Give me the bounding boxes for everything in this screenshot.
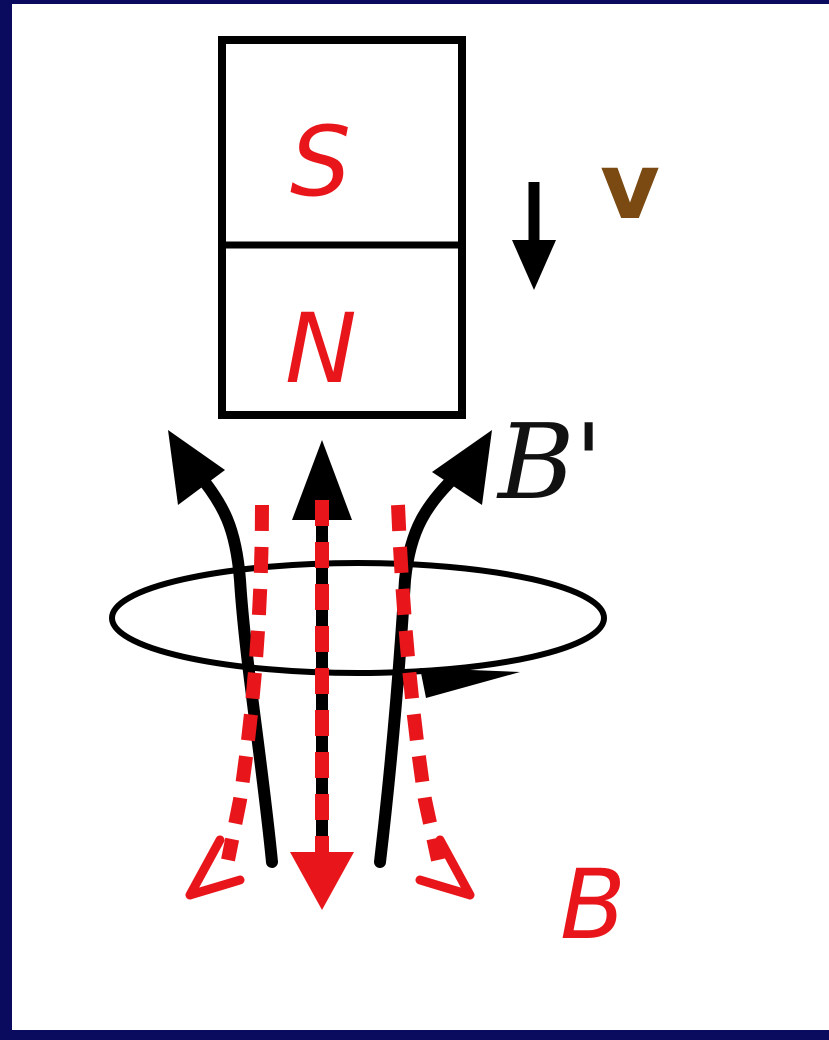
south-pole-label: S xyxy=(290,106,351,218)
velocity-arrow xyxy=(512,182,556,290)
magnet-arrowhead-left xyxy=(185,835,245,900)
induced-arrowhead-right xyxy=(432,430,492,505)
induced-line-left xyxy=(189,464,278,868)
magnet-arrowhead-center xyxy=(290,852,354,910)
induced-field-label: B' xyxy=(496,401,603,523)
magnet-arrowhead-right xyxy=(415,835,475,900)
north-pole-label: N xyxy=(285,293,357,405)
induced-field-arrowheads xyxy=(168,430,492,520)
coil-ellipse xyxy=(109,560,607,676)
induced-arrowhead-left xyxy=(168,430,225,505)
magnet-body xyxy=(218,36,466,419)
magnet-line-right xyxy=(391,504,445,862)
current-direction-arrow xyxy=(420,668,520,698)
magnet-field-arrowheads xyxy=(185,835,475,900)
coil-loop xyxy=(109,560,607,698)
bar-magnet xyxy=(218,36,466,419)
magnet-field-lines xyxy=(221,500,445,880)
magnet-line-left xyxy=(221,504,269,862)
induced-arrowhead-center xyxy=(292,440,352,520)
magnet-field-label: B xyxy=(560,849,626,961)
velocity-label: v xyxy=(600,133,660,240)
